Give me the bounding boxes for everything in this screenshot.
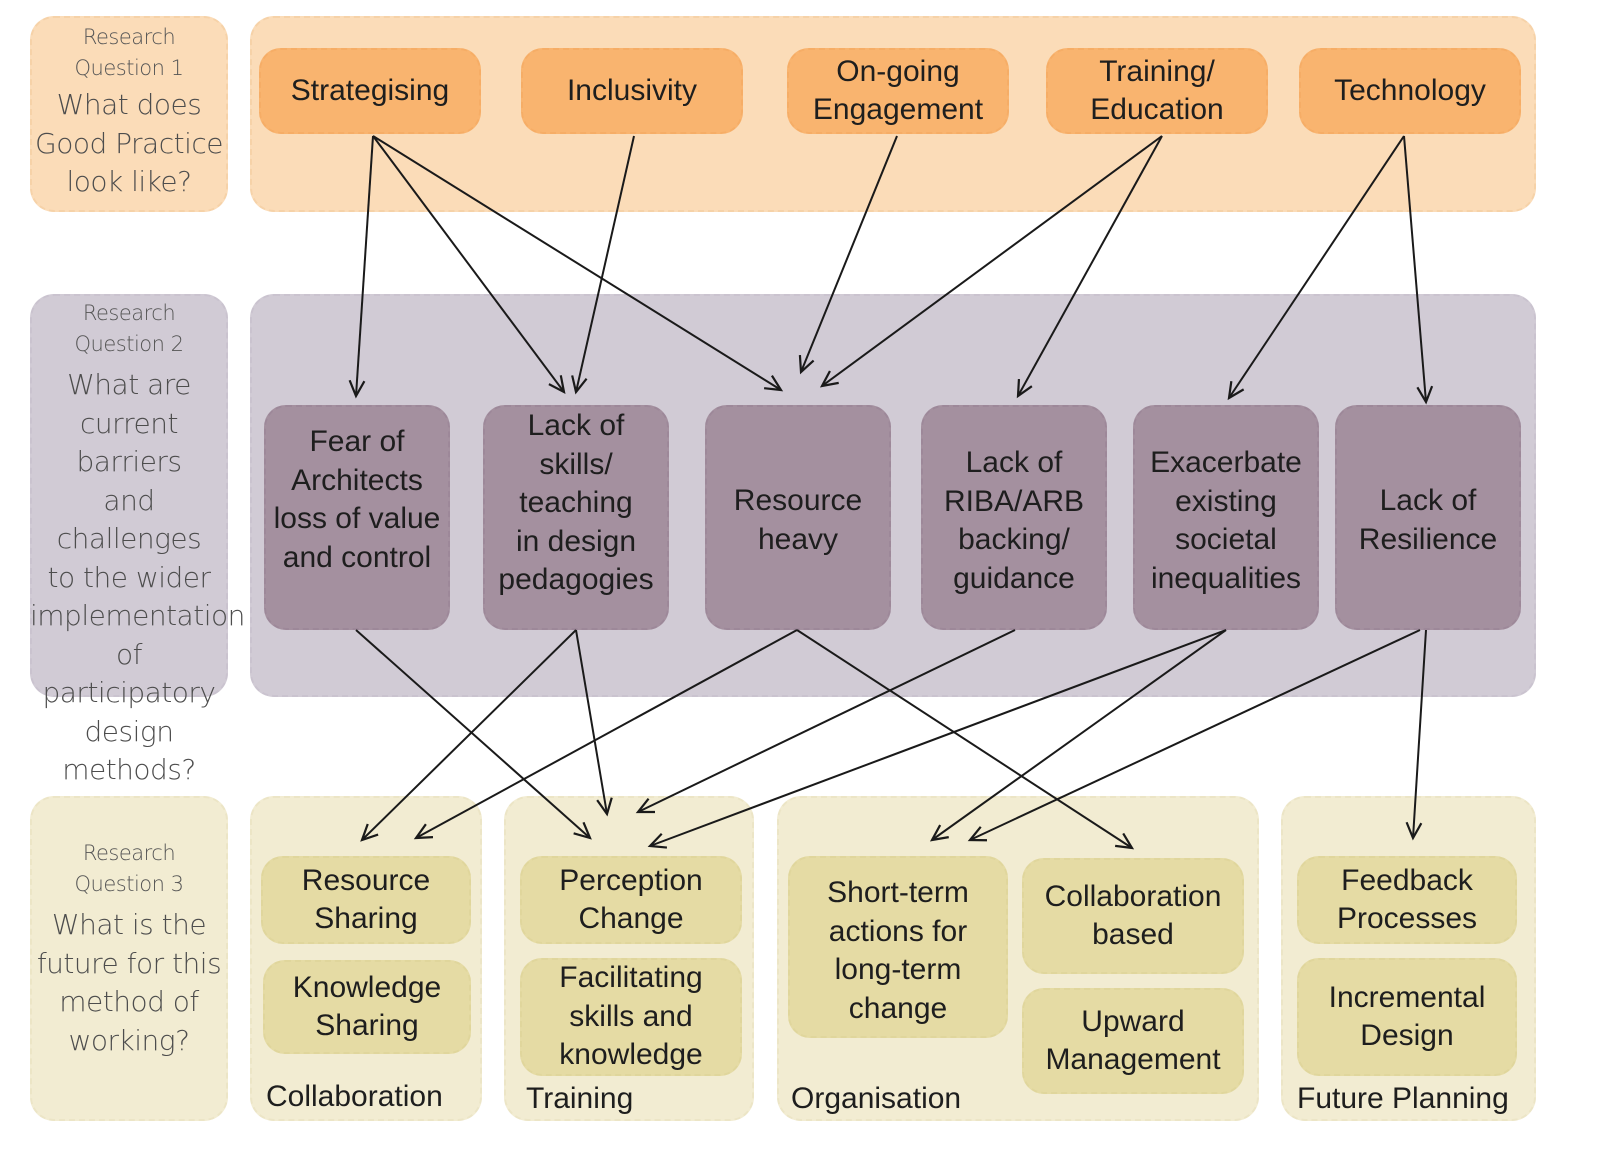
group-label-collaboration: Collaboration xyxy=(266,1080,443,1113)
node-knowledge-sharing: Knowledge Sharing xyxy=(263,960,471,1054)
node-perception-change: Perception Change xyxy=(520,856,742,944)
node-resource-sharing: Resource Sharing xyxy=(261,856,471,944)
node-inclusivity: Inclusivity xyxy=(521,48,743,134)
node-resource-heavy: Resource heavy xyxy=(705,405,891,630)
rq2-question-panel xyxy=(30,294,228,697)
node-incremental-design: Incremental Design xyxy=(1297,958,1517,1076)
group-collaboration-panel xyxy=(250,796,482,1121)
group-label-future-planning: Future Planning xyxy=(1297,1082,1509,1115)
group-label-training: Training xyxy=(526,1082,634,1115)
node-collaboration-based: Collaboration based xyxy=(1022,858,1244,974)
node-facilitating-skills: Facilitating skills and knowledge xyxy=(520,958,742,1076)
rq2-label: Research Question 2 xyxy=(74,301,184,356)
node-technology: Technology xyxy=(1299,48,1521,134)
node-training-education: Training/ Education xyxy=(1046,48,1268,134)
rq1-label: Research Question 1 xyxy=(74,25,184,80)
node-exacerbate-inequalities: Exacerbate existing societal inequalitie… xyxy=(1133,405,1319,630)
rq1-question: Research Question 1 What does Good Pract… xyxy=(30,22,228,202)
node-lack-of-skills: Lack of skills/ teaching in design pedag… xyxy=(483,405,669,630)
node-strategising: Strategising xyxy=(259,48,481,134)
node-lack-of-riba-arb: Lack of RIBA/ARB backing/ guidance xyxy=(921,405,1107,630)
rq2-question: Research Question 2 What are current bar… xyxy=(30,298,245,790)
node-feedback-processes: Feedback Processes xyxy=(1297,856,1517,944)
group-label-organisation: Organisation xyxy=(791,1082,962,1115)
rq1-question-panel xyxy=(30,16,228,212)
rq3-label: Research Question 3 xyxy=(74,841,184,896)
node-short-term-actions: Short-term actions for long-term change xyxy=(788,856,1008,1038)
rq3-question-panel xyxy=(30,796,228,1121)
rq2-text: What are current barriers and challenges… xyxy=(30,368,245,786)
node-fear-of-architects: Fear of Architects loss of value and con… xyxy=(264,405,450,630)
node-upward-management: Upward Management xyxy=(1022,988,1244,1094)
rq3-question: Research Question 3 What is the future f… xyxy=(30,838,228,1060)
rq3-text: What is the future for this method of wo… xyxy=(36,908,222,1057)
rq1-text: What does Good Practice look like? xyxy=(35,88,223,198)
node-ongoing-engagement: On-going Engagement xyxy=(787,48,1009,134)
node-lack-of-resilience: Lack of Resilience xyxy=(1335,405,1521,630)
